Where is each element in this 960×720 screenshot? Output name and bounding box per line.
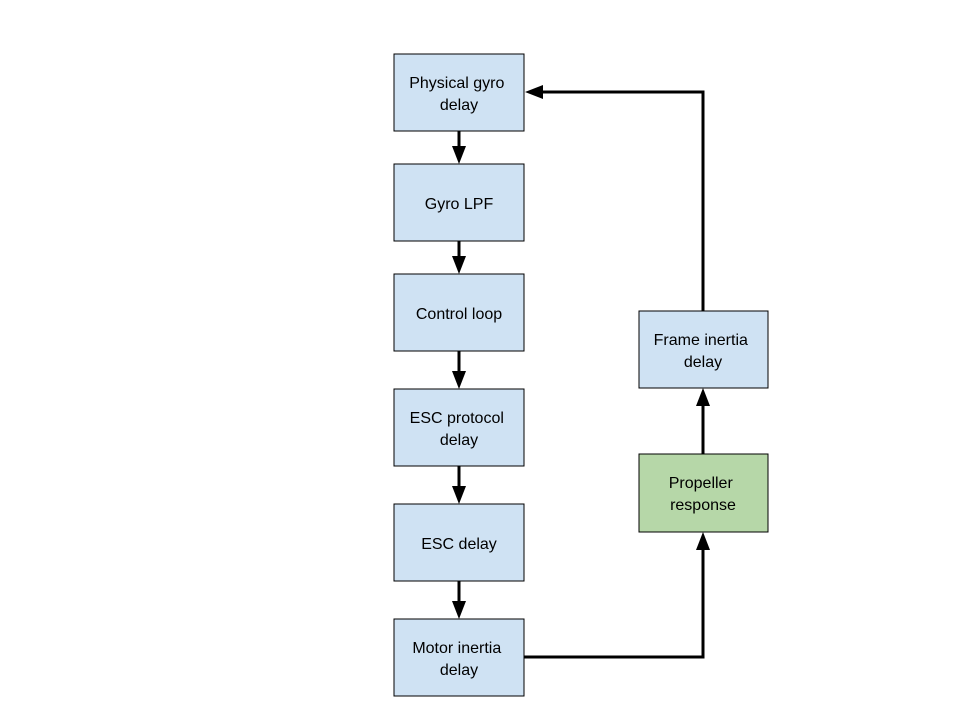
svg-text:Propeller response: Propeller response — [669, 475, 737, 514]
arrow-head — [525, 85, 543, 99]
node-box — [393, 273, 525, 352]
node-box — [393, 53, 525, 132]
node-esc-protocol-delay: ESC protocol delay — [393, 388, 525, 467]
node-propeller-response: Propeller response — [638, 453, 769, 533]
node-label-line: delay — [440, 97, 478, 114]
node-label-line: delay — [440, 662, 478, 679]
node-box — [393, 503, 525, 582]
node-label-line: ESC protocol — [410, 410, 504, 427]
node-label: Gyro LPF — [425, 196, 494, 213]
node-label-line: Frame inertia — [654, 332, 748, 349]
arrow-head — [696, 388, 710, 406]
node-motor-inertia-delay: Motor inertia delay — [393, 618, 525, 697]
edges — [452, 85, 710, 659]
node-label-line: Physical gyro — [409, 75, 504, 92]
arrow-head — [452, 146, 466, 164]
node-label-line: Motor inertia — [412, 640, 501, 657]
node-gyro-lpf: Gyro LPF — [393, 163, 525, 242]
node-label-line: delay — [684, 354, 722, 371]
arrow-head — [696, 532, 710, 550]
node-esc-delay: ESC delay — [393, 503, 525, 582]
node-label: Control loop — [416, 306, 502, 323]
node-box — [638, 310, 769, 389]
edge-frame-inertia-to-physical-gyro — [539, 90, 705, 311]
svg-text:ESC protocol delay: ESC protocol delay — [410, 410, 509, 449]
node-control-loop: Control loop — [393, 273, 525, 352]
arrow-head — [452, 256, 466, 274]
edge-motor-inertia-to-propeller — [524, 546, 705, 659]
node-label-line: response — [670, 497, 736, 514]
node-box — [638, 453, 769, 533]
arrow-head — [452, 486, 466, 504]
svg-text:Frame inertia delay: Frame inertia delay — [654, 332, 753, 371]
node-frame-inertia-delay: Frame inertia delay — [638, 310, 769, 389]
node-physical-gyro-delay: Physical gyro delay — [393, 53, 525, 132]
node-box — [393, 388, 525, 467]
node-box — [393, 163, 525, 242]
node-label: ESC delay — [421, 536, 497, 553]
svg-text:Physical gyro delay: Physical gyro delay — [409, 75, 509, 114]
arrow-head — [452, 601, 466, 619]
node-label-line: Propeller — [669, 475, 734, 492]
arrow-head — [452, 371, 466, 389]
node-box — [393, 618, 525, 697]
node-label-line: delay — [440, 432, 478, 449]
svg-text:Motor inertia delay: Motor inertia delay — [412, 640, 505, 679]
